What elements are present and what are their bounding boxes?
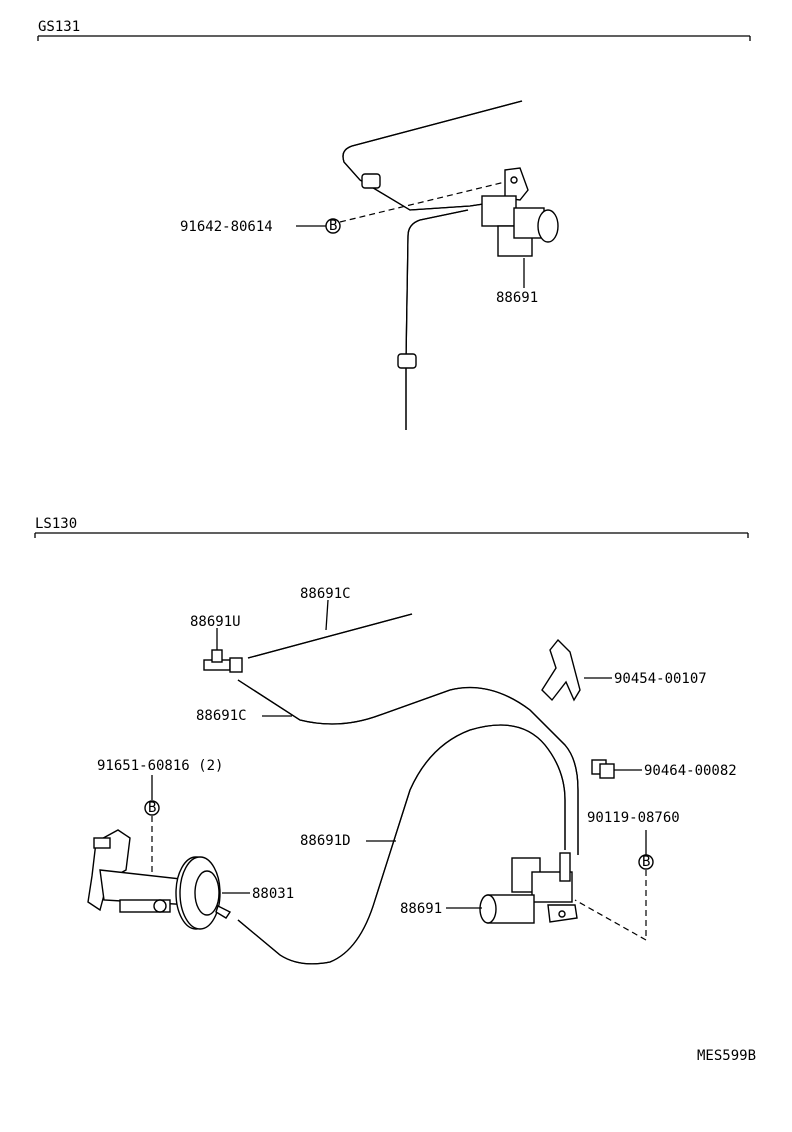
hose-clip — [361, 173, 381, 189]
label-screw: 90119-08760 — [587, 810, 680, 826]
clamp-a — [541, 638, 581, 702]
vertical-hose — [405, 209, 469, 430]
label-hose-c-top: 88691C — [300, 586, 351, 602]
bolt-marker — [144, 800, 160, 816]
gs131-assembly: B 91642-80614 88691 — [180, 100, 559, 430]
union-fitting — [203, 649, 243, 673]
label-clamp-b: 90464-00082 — [644, 763, 737, 779]
label-union: 88691U — [190, 614, 241, 630]
vsv-valve-gs — [481, 167, 559, 257]
label-bolt-gs: 91642-80614 — [180, 219, 273, 235]
svg-text:B: B — [642, 854, 650, 870]
label-clamp-a: 90454-00107 — [614, 671, 707, 687]
actuator — [87, 829, 232, 930]
hose-joint — [397, 353, 417, 369]
label-hose-d: 88691D — [300, 833, 351, 849]
svg-text:B: B — [148, 800, 156, 816]
vsv-valve-ls — [479, 852, 578, 924]
label-actuator: 88031 — [252, 886, 294, 902]
ls130-assembly: 88691C 88691U 88691C 88691D 90454-00107 — [87, 586, 737, 965]
section-header-gs131: GS131 — [37, 19, 751, 41]
diagram-code: MES599B — [697, 1048, 756, 1064]
label-valve-gs: 88691 — [496, 290, 538, 306]
vacuum-hose — [342, 100, 523, 211]
label-bolt-ls: 91651-60816 (2) — [97, 758, 223, 774]
section-header-ls130: LS130 — [34, 516, 749, 538]
clamp-b — [591, 759, 615, 779]
section-title-gs131: GS131 — [38, 19, 80, 35]
section-title-ls130: LS130 — [35, 516, 77, 532]
label-valve-ls: 88691 — [400, 901, 442, 917]
bolt-marker — [638, 854, 654, 870]
label-hose-c-mid: 88691C — [196, 708, 247, 724]
svg-text:B: B — [329, 218, 337, 234]
bolt-marker — [325, 218, 341, 234]
